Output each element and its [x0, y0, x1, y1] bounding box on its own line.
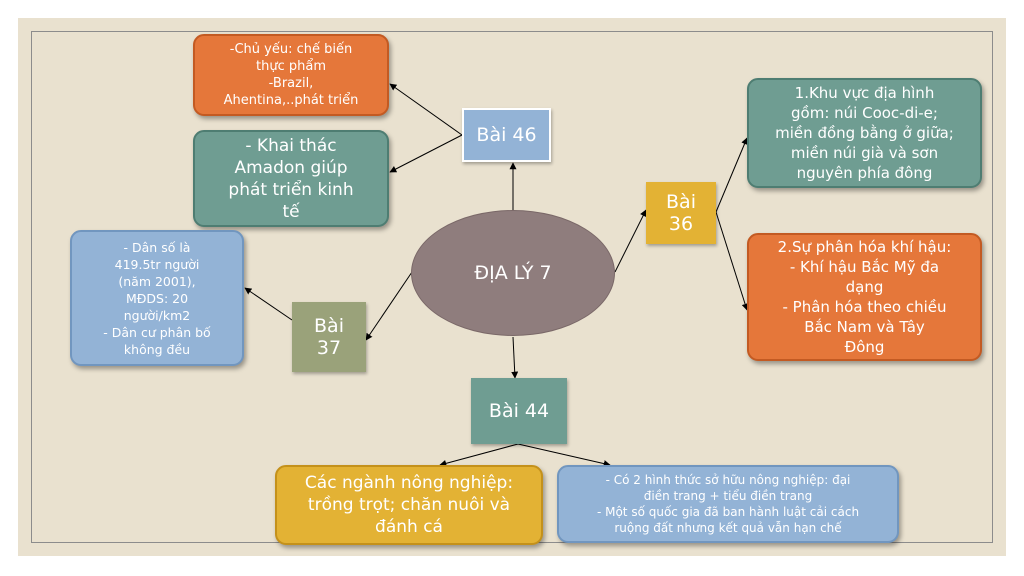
- note-line: -Brazil,: [268, 76, 314, 91]
- note-line: không đều: [123, 341, 191, 357]
- edge-center-bai37: [365, 271, 413, 341]
- lesson-bai44-label: Bài 44: [488, 400, 550, 422]
- note-agriculture[interactable]: Các ngành nông nghiệp: trồng trọt; chăn …: [275, 465, 543, 545]
- note-line: -Chủ yếu: chế biến: [229, 42, 353, 57]
- note-line: nguyên phía đông: [796, 164, 933, 182]
- note-line: tế: [282, 201, 300, 222]
- lesson-bai36-line: 36: [668, 213, 694, 235]
- edge-bai46-food: [389, 83, 463, 136]
- note-line: gồm: núi Cooc-di-e;: [791, 104, 938, 122]
- note-line: - Dân cư phân bố: [103, 324, 211, 340]
- edge-bai44-ownership: [517, 443, 611, 468]
- note-land-ownership[interactable]: - Có 2 hình thức sở hữu nông nghiệp: đại…: [557, 465, 899, 543]
- center-label: ĐỊA LÝ 7: [474, 262, 552, 284]
- note-line: phát triển kinh: [228, 179, 354, 200]
- note-line: miền đồng bằng ở giữa;: [775, 124, 954, 142]
- center-node[interactable]: ĐỊA LÝ 7: [411, 210, 615, 336]
- edge-center-bai36: [614, 209, 647, 273]
- note-line: - Phân hóa theo chiều: [782, 298, 947, 316]
- note-line: Các ngành nông nghiệp:: [304, 473, 514, 493]
- note-line: - Dân số là: [123, 239, 191, 255]
- lesson-bai36-line: Bài: [666, 191, 696, 213]
- note-line: miền núi già và sơn: [790, 144, 939, 162]
- lesson-bai44[interactable]: Bài 44: [471, 378, 567, 444]
- note-line: đánh cá: [375, 517, 443, 537]
- note-line: 2.Sự phân hóa khí hậu:: [777, 238, 952, 256]
- note-line: Amadon giúp: [234, 157, 348, 178]
- lesson-bai37-line: Bài: [314, 315, 344, 337]
- note-population[interactable]: - Dân số là 419.5tr người (năm 2001), MĐ…: [70, 230, 244, 366]
- note-amadon[interactable]: - Khai thác Amadon giúp phát triển kinh …: [193, 130, 389, 227]
- note-line: Ahentina,..phát triển: [223, 93, 359, 108]
- note-climate[interactable]: 2.Sự phân hóa khí hậu: - Khí hậu Bắc Mỹ …: [747, 233, 982, 361]
- note-line: MĐDS: 20: [125, 290, 189, 306]
- lesson-bai46-label: Bài 46: [476, 124, 537, 146]
- note-line: (năm 2001),: [118, 273, 196, 289]
- note-line: Đông: [844, 338, 885, 356]
- lesson-bai37[interactable]: Bài 37: [292, 302, 366, 372]
- edge-bai36-climate: [715, 211, 749, 311]
- edge-center-bai44: [511, 336, 519, 379]
- note-line: thực phẩm: [256, 59, 326, 74]
- note-line: - Khai thác: [245, 135, 337, 156]
- note-line: người/km2: [123, 307, 191, 323]
- note-line: điền trang + tiểu điền trang: [643, 489, 813, 503]
- note-line: - Một số quốc gia đã ban hành luật cải c…: [596, 505, 860, 519]
- edge-bai46-amadon: [389, 134, 463, 173]
- note-line: trồng trọt; chăn nuôi và: [307, 495, 511, 515]
- lesson-bai46[interactable]: Bài 46: [462, 108, 551, 162]
- note-terrain[interactable]: 1.Khu vực địa hình gồm: núi Cooc-di-e; m…: [747, 78, 982, 188]
- lesson-bai36[interactable]: Bài 36: [646, 182, 716, 244]
- edge-bai36-terrain: [715, 137, 748, 213]
- edge-bai37-population: [244, 287, 293, 321]
- note-food-processing[interactable]: -Chủ yếu: chế biến thực phẩm -Brazil, Ah…: [193, 34, 389, 116]
- note-line: - Có 2 hình thức sở hữu nông nghiệp: đại: [605, 473, 851, 487]
- note-line: dạng: [845, 278, 884, 296]
- edge-bai44-agriculture: [439, 443, 519, 467]
- note-line: 419.5tr người: [114, 256, 200, 272]
- lesson-bai37-line: 37: [316, 337, 342, 359]
- note-line: 1.Khu vực địa hình: [794, 84, 935, 102]
- note-line: Bắc Nam và Tây: [804, 318, 925, 336]
- note-line: - Khí hậu Bắc Mỹ đa: [789, 258, 940, 276]
- note-line: ruộng đất nhưng kết quả vẫn hạn chế: [614, 521, 842, 535]
